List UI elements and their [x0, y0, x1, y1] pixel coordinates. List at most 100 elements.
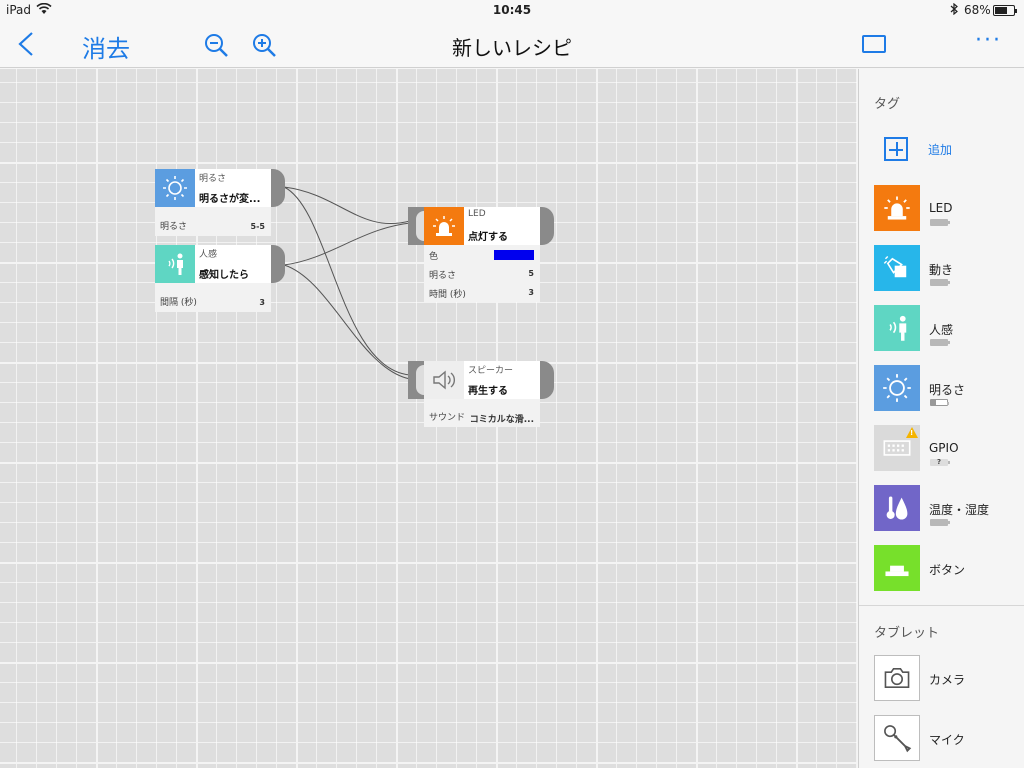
brightness-trigger-node[interactable]: 明るさ 明るさが変... 明るさ 5-5 [155, 169, 271, 236]
section-divider [859, 605, 1024, 606]
tag-label: 温度・湿度 [929, 503, 990, 517]
tablet-item-mic[interactable]: マイク [874, 715, 1019, 761]
zoom-out-icon[interactable] [203, 32, 229, 58]
param-row[interactable]: 間隔 (秒) 3 [155, 283, 271, 312]
tag-label: ボタン [929, 563, 966, 577]
bluetooth-icon [950, 3, 958, 15]
status-time: 10:45 [492, 3, 532, 17]
gpio-icon [874, 425, 920, 471]
input-port[interactable] [408, 207, 424, 245]
connection-wires [283, 186, 411, 380]
color-swatch[interactable] [494, 250, 534, 260]
tablet-section-title: タブレット [874, 626, 940, 641]
param-key: 明るさ [160, 222, 188, 232]
speaker-action-node[interactable]: スピーカー 再生する サウンド コミカルな滑... [424, 361, 540, 427]
camera-icon [874, 655, 920, 701]
tag-label: 動き [929, 263, 954, 277]
wifi-icon [36, 3, 52, 14]
tablet-label: カメラ [929, 673, 966, 687]
battery-low-icon [930, 399, 949, 406]
battery-icon [930, 519, 950, 526]
status-bar: iPad 10:45 68% [0, 0, 1024, 20]
battery-icon [930, 219, 950, 226]
siren-icon [874, 185, 920, 231]
tag-item-motion[interactable]: 動き [874, 245, 1019, 291]
mic-icon [874, 715, 920, 761]
node-params: 明るさ 5-5 [155, 207, 271, 236]
node-type-label: LED [468, 209, 486, 219]
param-row-time[interactable]: 時間 (秒) 3 [424, 283, 540, 302]
node-action-label: 感知したら [199, 270, 249, 281]
device-name: iPad [6, 3, 32, 17]
output-port[interactable] [271, 245, 285, 283]
battery-percent: 68% [964, 3, 991, 17]
output-port[interactable] [271, 169, 285, 207]
recipe-canvas[interactable]: 明るさ 明るさが変... 明るさ 5-5 人感 感知したら 間隔 (秒) 3 [0, 69, 857, 768]
tablet-label: マイク [929, 733, 965, 747]
param-value: 3 [528, 288, 534, 297]
node-params: サウンド コミカルな滑... [424, 399, 540, 427]
node-action-label: 再生する [468, 386, 508, 397]
sun-icon [874, 365, 920, 411]
thermometer-icon [874, 485, 920, 531]
battery-icon [993, 5, 1017, 16]
warning-icon: ! [906, 427, 918, 438]
tag-item-gpio[interactable]: ! GPIO ? [874, 425, 1019, 471]
siren-icon [424, 207, 464, 245]
param-value: 5 [528, 269, 534, 278]
speaker-icon [424, 361, 464, 399]
tag-label: 明るさ [929, 383, 966, 397]
led-action-node[interactable]: LED 点灯する 色 明るさ 5 時間 (秒) 3 [424, 207, 540, 302]
tag-item-human[interactable]: 人感 [874, 305, 1019, 351]
tag-label: LED [929, 201, 953, 215]
battery-unknown-icon: ? [930, 459, 950, 466]
sun-icon [155, 169, 195, 207]
add-icon [884, 137, 908, 161]
node-params: 色 明るさ 5 時間 (秒) 3 [424, 245, 540, 302]
tag-item-led[interactable]: LED [874, 185, 1019, 231]
tag-item-brightness[interactable]: 明るさ [874, 365, 1019, 411]
add-tag-label: 追加 [928, 143, 953, 157]
tablet-item-camera[interactable]: カメラ [874, 655, 1019, 701]
tag-item-temperature[interactable]: 温度・湿度 [874, 485, 1019, 531]
node-params: 間隔 (秒) 3 [155, 283, 271, 312]
param-key: 明るさ [429, 271, 457, 281]
tags-section-title: タグ [874, 97, 901, 112]
zoom-in-icon[interactable] [251, 32, 277, 58]
human-sensor-trigger-node[interactable]: 人感 感知したら 間隔 (秒) 3 [155, 245, 271, 312]
more-menu-button[interactable]: ··· [975, 28, 1002, 53]
param-row-color[interactable]: 色 [424, 245, 540, 264]
panel-toggle-icon[interactable] [862, 35, 886, 53]
node-type-label: スピーカー [468, 366, 514, 376]
output-port[interactable] [540, 207, 554, 245]
param-row-sound[interactable]: サウンド コミカルな滑... [424, 399, 540, 427]
clear-button[interactable]: 消去 [82, 35, 130, 63]
human-sensor-icon [155, 245, 195, 283]
tag-label: 人感 [929, 323, 954, 337]
motion-icon [874, 245, 920, 291]
input-port[interactable] [408, 361, 424, 399]
tag-label: GPIO [929, 441, 959, 455]
wire-brightness-led [283, 186, 411, 225]
back-chevron-icon[interactable] [14, 30, 38, 58]
nav-bar: 消去 新しいレシピ ··· [0, 20, 1024, 68]
output-port[interactable] [540, 361, 554, 399]
wire-brightness-speaker [283, 186, 411, 376]
tag-item-button[interactable]: ボタン [874, 545, 1019, 591]
sidebar: タグ 追加 LED 動き [858, 69, 1024, 768]
wire-human-led [283, 222, 411, 266]
param-row[interactable]: 明るさ 5-5 [155, 207, 271, 236]
battery-icon [930, 339, 950, 346]
battery-icon [930, 279, 950, 286]
node-action-label: 点灯する [468, 232, 508, 243]
param-value: 3 [259, 298, 265, 307]
node-type-label: 明るさ [199, 174, 227, 184]
page-title: 新しいレシピ [452, 36, 572, 60]
param-key: 色 [429, 252, 439, 262]
wire-human-speaker [283, 264, 411, 380]
param-key: 間隔 (秒) [160, 298, 197, 308]
param-key: サウンド [429, 413, 466, 423]
node-type-label: 人感 [199, 250, 218, 260]
param-row-brightness[interactable]: 明るさ 5 [424, 264, 540, 283]
param-value: 5-5 [250, 222, 265, 231]
